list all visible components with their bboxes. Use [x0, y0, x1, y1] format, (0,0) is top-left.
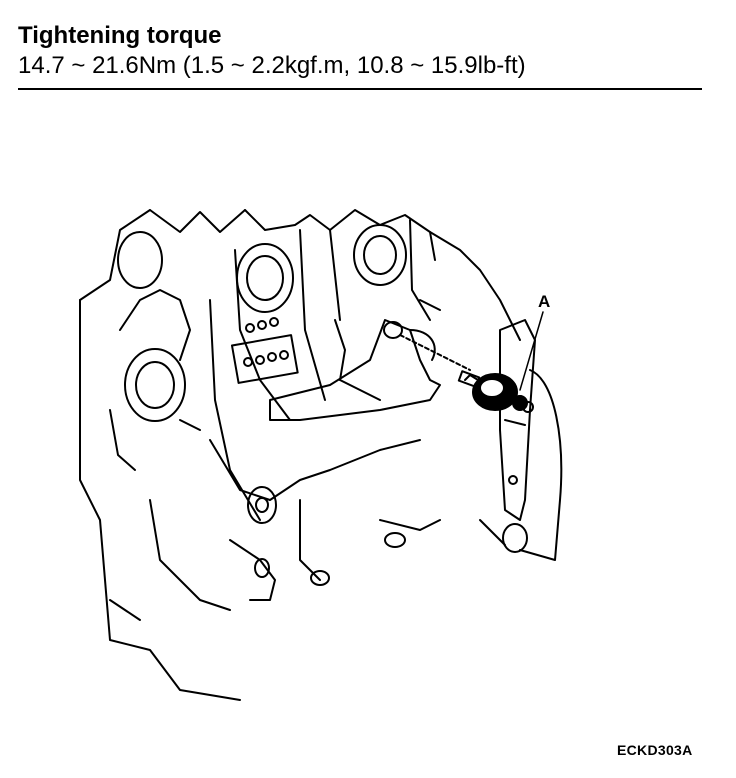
figure-code: ECKD303A	[617, 742, 693, 758]
header-divider	[18, 88, 702, 90]
callout-label-a: A	[538, 292, 551, 311]
torque-header: Tightening torque 14.7 ~ 21.6Nm (1.5 ~ 2…	[18, 22, 702, 80]
torque-title: Tightening torque	[18, 22, 222, 49]
torque-spec: 14.7 ~ 21.6Nm (1.5 ~ 2.2kgf.m, 10.8 ~ 15…	[18, 52, 526, 79]
